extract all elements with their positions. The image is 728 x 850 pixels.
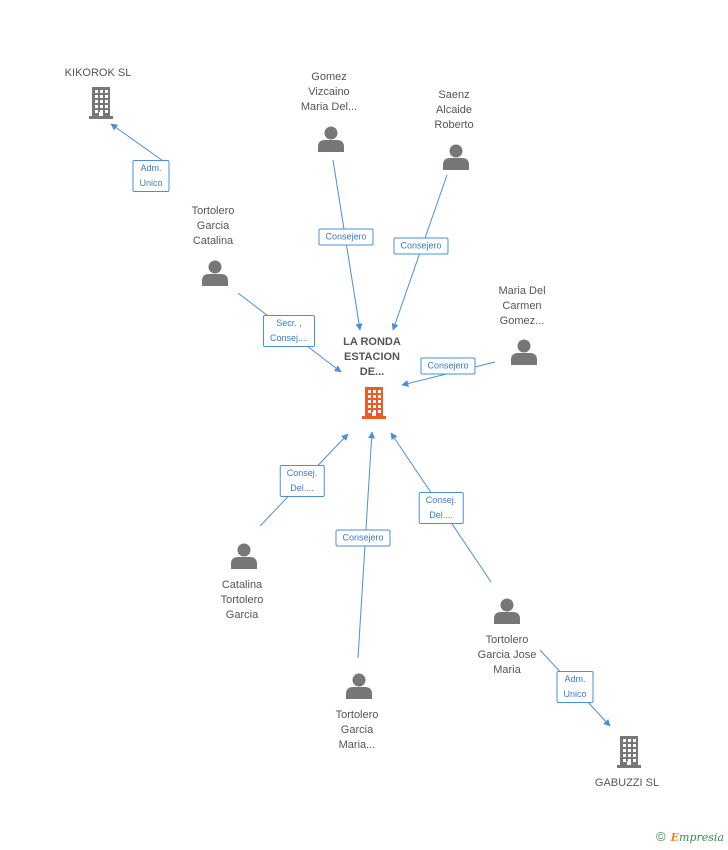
node-label-line: Tortolero <box>220 594 264 606</box>
node-label-line: DE... <box>359 366 385 378</box>
edge-label-gomez-to-central[interactable]: Consejero <box>318 228 374 246</box>
edge-label-line: Adm. <box>564 674 586 684</box>
edge-label-tortolero_maria-to-central[interactable]: Consejero <box>335 529 391 547</box>
edge-label-line: Unico <box>139 178 163 188</box>
node-label-line: Alcaide <box>435 104 473 116</box>
building-icon[interactable] <box>617 736 641 768</box>
node-label-line: Tortolero <box>485 634 529 646</box>
node-label-line: Vizcaino <box>308 86 350 98</box>
person-icon[interactable] <box>443 144 469 171</box>
person-icon[interactable] <box>511 339 537 366</box>
edge-label-tortolero_catalina-to-kikorok[interactable]: Adm. Unico <box>132 160 170 192</box>
node-label-line: Tortolero <box>335 709 379 721</box>
node-label-line: Garcia <box>225 609 259 621</box>
edge-label-line: Consej.... <box>269 333 309 343</box>
person-icon[interactable] <box>202 260 228 287</box>
node-label-line: Garcia <box>340 724 374 736</box>
node-label-line: Saenz <box>438 89 470 101</box>
building-icon[interactable] <box>362 387 386 419</box>
node-label-line: Gomez <box>311 71 347 83</box>
node-label-line: Gomez... <box>499 315 545 327</box>
edge-label-line: Consejero <box>342 532 384 543</box>
node-label-line: Carmen <box>502 300 542 312</box>
node-label-line: LA RONDA <box>343 336 401 348</box>
person-icon[interactable] <box>494 598 520 625</box>
edge-label-tortolero_catalina-to-central[interactable]: Secr. , Consej.... <box>262 315 316 347</box>
edge-label-line: Del.... <box>290 483 314 493</box>
footer-brand[interactable]: © Empresia <box>656 829 724 844</box>
edge-label-line: Consejero <box>325 231 367 242</box>
edge-line-tortolero_catalina-to-kikorok <box>110 123 167 164</box>
node-label-line: GABUZZI SL <box>594 777 660 789</box>
node-label-line: ESTACION <box>343 351 401 363</box>
edge-label-line: Adm. <box>140 163 162 173</box>
node-label-line: KIKOROK SL <box>64 67 132 79</box>
node-label-line: Garcia <box>196 220 230 232</box>
edge-label-maria_carmen-to-central[interactable]: Consejero <box>420 357 476 375</box>
node-label-kikorok[interactable]: KIKOROK SL <box>65 66 132 81</box>
building-icon[interactable] <box>89 87 113 119</box>
edge-label-line: Del.... <box>429 510 453 520</box>
node-label-line: Roberto <box>434 119 474 131</box>
node-label-line: Garcia Jose <box>477 649 537 661</box>
brand-logo: Empresia <box>670 831 724 844</box>
edge-label-line: Secr. , <box>276 318 302 328</box>
edge-label-line: Consejero <box>400 240 442 251</box>
node-label-line: Maria <box>493 664 521 676</box>
edge-label-tortolero_jose-to-gabuzzi[interactable]: Adm. Unico <box>556 671 594 703</box>
node-label-line: Catalina <box>221 579 263 591</box>
edge-label-line: Consejero <box>427 360 469 371</box>
node-label-gabuzzi[interactable]: GABUZZI SL <box>595 776 659 791</box>
edge-label-line: Unico <box>563 689 587 699</box>
node-label-line: Maria Del <box>498 285 546 297</box>
person-icon[interactable] <box>346 673 372 700</box>
icons-layer <box>89 87 641 768</box>
edge-label-line: Consej. <box>286 468 318 478</box>
edge-label-line: Consej. <box>425 495 457 505</box>
node-label-central[interactable]: LA RONDA ESTACION DE... <box>343 335 401 380</box>
copyright-symbol: © <box>655 829 666 844</box>
person-icon[interactable] <box>231 543 257 570</box>
node-label-line: Tortolero <box>191 205 235 217</box>
edge-label-tortolero_jose-to-central[interactable]: Consej. Del.... <box>418 492 464 524</box>
node-label-line: Catalina <box>192 235 234 247</box>
node-label-line: Maria... <box>338 739 376 751</box>
edge-label-catalina_tortolero-to-central[interactable]: Consej. Del.... <box>279 465 325 497</box>
edge-label-saenz-to-central[interactable]: Consejero <box>393 237 449 255</box>
node-label-line: Maria Del... <box>300 101 358 113</box>
person-icon[interactable] <box>318 126 344 153</box>
